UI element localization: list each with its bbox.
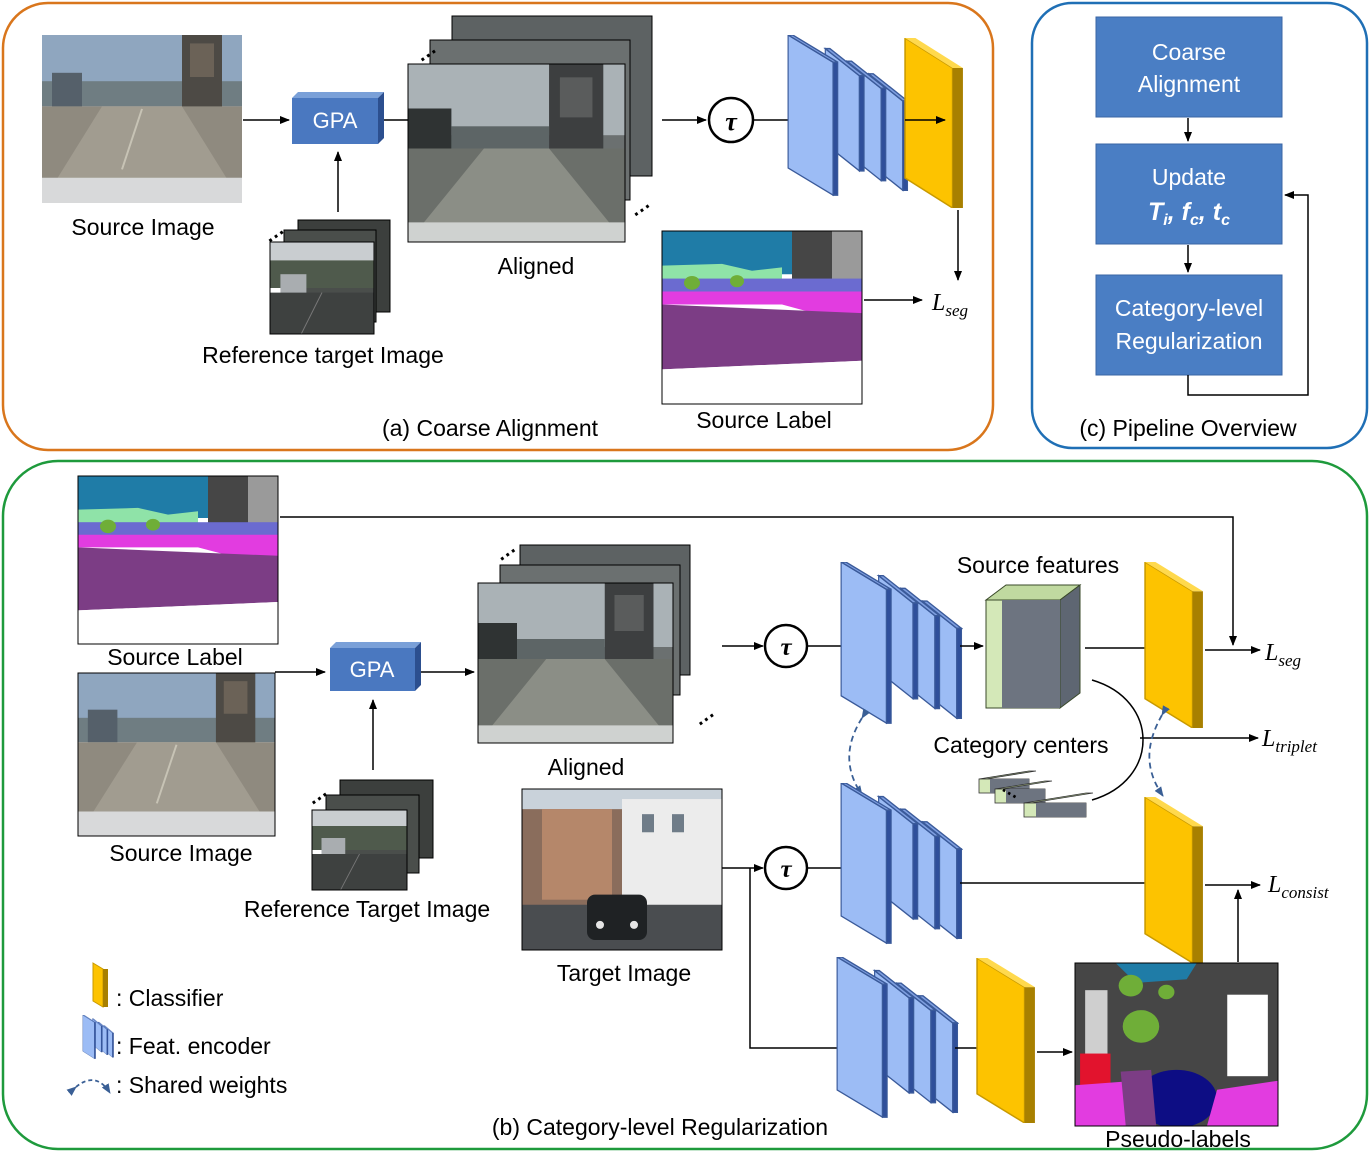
- gpa-box-a: GPA: [292, 92, 384, 144]
- source-image-a-label: Source Image: [71, 214, 214, 240]
- source-label-b-border: [77, 475, 279, 645]
- gpa-a-label: GPA: [313, 108, 358, 133]
- source-image-a: [42, 35, 242, 203]
- legend-shared-weights-label: : Shared weights: [116, 1072, 287, 1098]
- source-label-a: [662, 231, 862, 404]
- classifier-b2: [1144, 797, 1204, 963]
- legend-encoder-icon: [82, 1015, 114, 1059]
- encoder-b1: [840, 562, 963, 724]
- pipeline-step-update: Update Ti, fc, tc: [1095, 143, 1283, 245]
- dots-aligned-a-bottom: ···: [628, 196, 657, 225]
- svg-text:Ti, fc, tc: Ti, fc, tc: [1148, 198, 1230, 229]
- source-label-a-border: [661, 230, 863, 405]
- reference-stack-b: [311, 779, 434, 891]
- target-image-caption: Target Image: [557, 960, 691, 986]
- classifier-a: [904, 38, 964, 208]
- pipeline-step-regularization: Category-level Regularization: [1095, 274, 1283, 376]
- pseudo-labels-border: [1074, 962, 1279, 1127]
- pipeline-step-coarse: Coarse Alignment: [1095, 16, 1283, 118]
- panel-c-frame: [1030, 1, 1369, 450]
- legend-shared-weights-icon: [66, 1079, 111, 1096]
- loss-triplet: Ltriplet: [1261, 726, 1318, 756]
- pseudo-labels-image: [1075, 963, 1278, 1126]
- shared-weights-arrow-classifier: [1148, 705, 1170, 797]
- gpa-b-label: GPA: [350, 657, 395, 682]
- legend-classifier-label: : Classifier: [116, 985, 224, 1011]
- curve-features-centers: [1091, 679, 1144, 801]
- pseudo-labels-caption: Pseudo-labels: [1105, 1126, 1251, 1152]
- classifier-b3: [976, 958, 1036, 1123]
- encoder-b3: [836, 957, 959, 1118]
- legend: : Classifier : Feat. encoder : Shared we…: [66, 962, 287, 1098]
- loss-seg-a: Lseg: [931, 290, 968, 320]
- source-image-b-border: [77, 672, 276, 837]
- reference-stack-a: [269, 219, 391, 335]
- svg-text:Category-level: Category-level: [1115, 295, 1263, 321]
- source-image-b: [78, 673, 275, 836]
- aligned-a-label: Aligned: [498, 253, 575, 279]
- arrow-label-lseg-b: [280, 516, 1237, 646]
- reference-b-caption: Reference Target Image: [244, 896, 490, 922]
- encoder-a: [787, 35, 909, 196]
- source-label-b: [78, 476, 278, 644]
- source-features-cube: [984, 584, 1082, 709]
- source-label-b-caption: Source Label: [107, 644, 243, 670]
- aligned-b-caption: Aligned: [548, 754, 625, 780]
- aligned-stack-b: [477, 544, 691, 744]
- panel-c-caption: (c) Pipeline Overview: [1079, 415, 1297, 441]
- legend-encoder-label: : Feat. encoder: [116, 1033, 271, 1059]
- classifier-b1: [1144, 562, 1204, 728]
- svg-text:Coarse: Coarse: [1152, 39, 1226, 65]
- loss-consist: Lconsist: [1267, 872, 1330, 902]
- loss-seg-b: Lseg: [1264, 640, 1301, 670]
- legend-classifier-icon: [92, 962, 108, 1008]
- svg-text:Update: Update: [1152, 164, 1226, 190]
- panel-b-frame: [1, 459, 1369, 1151]
- tau-b1-label: τ: [780, 634, 792, 661]
- aligned-stack-a: [407, 15, 653, 243]
- reference-a-label: Reference target Image: [202, 342, 444, 368]
- panel-a-caption: (a) Coarse Alignment: [382, 415, 599, 441]
- target-image: [522, 789, 722, 950]
- source-label-a-caption: Source Label: [696, 407, 832, 433]
- panel-a-frame: [1, 1, 995, 452]
- category-centers-bars: [978, 770, 1094, 818]
- dots-aligned-b-bottom: ···: [693, 705, 722, 734]
- source-features-caption: Source features: [957, 552, 1119, 578]
- encoder-b2: [840, 783, 963, 944]
- svg-text:Alignment: Alignment: [1138, 71, 1241, 97]
- loop-arrow: [1187, 191, 1309, 396]
- source-image-b-caption: Source Image: [109, 840, 252, 866]
- gpa-box-b: GPA: [330, 642, 421, 691]
- shared-weights-arrow-encoder: [848, 708, 871, 796]
- tau-b2-label: τ: [780, 856, 792, 883]
- arrow-target-encoder3: [749, 868, 861, 1052]
- svg-text:Regularization: Regularization: [1115, 328, 1262, 354]
- tau-a-label: τ: [725, 107, 738, 136]
- panel-b-caption: (b) Category-level Regularization: [492, 1114, 828, 1140]
- target-image-border: [521, 788, 723, 951]
- category-centers-caption: Category centers: [933, 732, 1108, 758]
